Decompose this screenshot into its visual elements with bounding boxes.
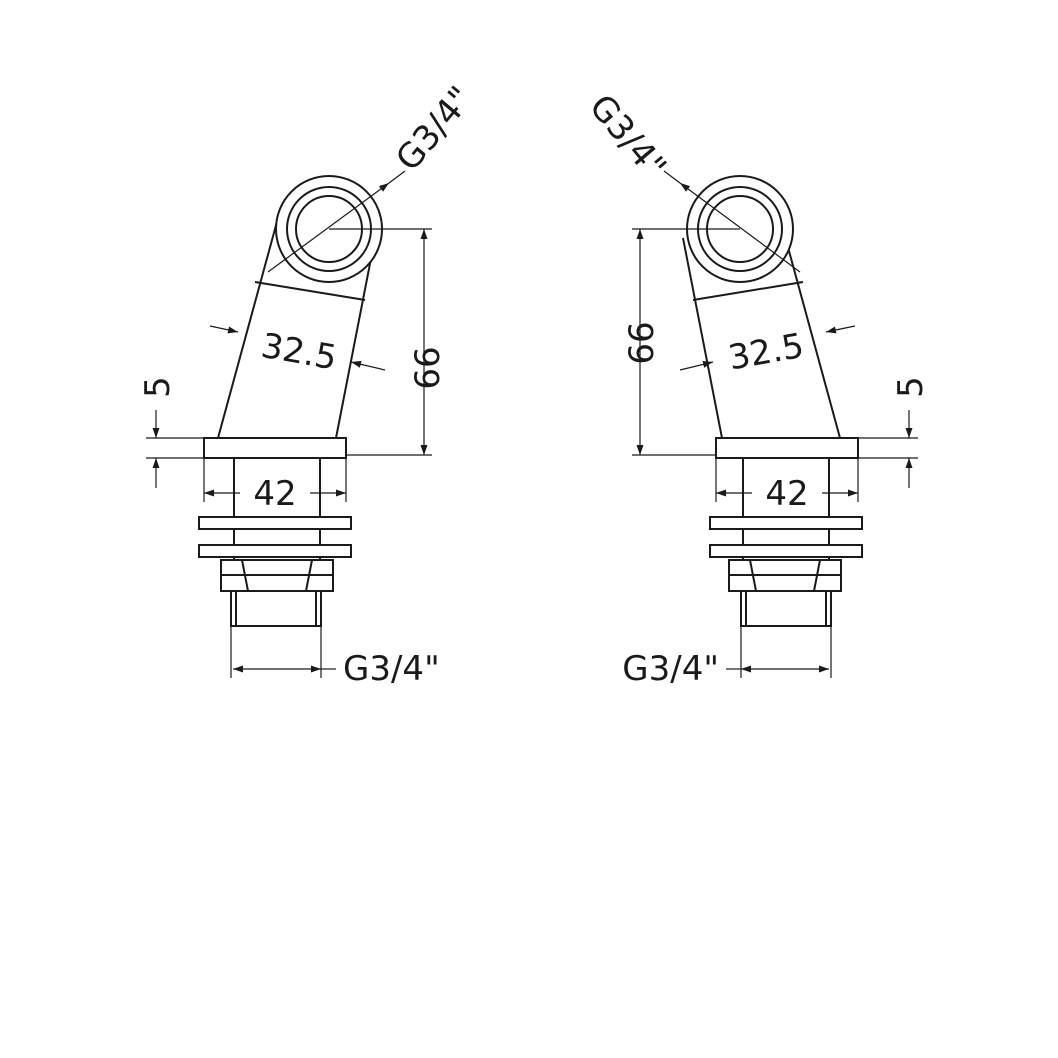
- right-arm-body: [682, 217, 841, 439]
- right-base-width-dimension: 42: [715, 458, 859, 514]
- left-arm-body: [217, 217, 376, 439]
- right-bottom-thread-dimension: G3/4": [622, 626, 832, 689]
- left-flange-dimension: 5: [138, 376, 204, 488]
- left-threaded-shank: [230, 590, 322, 627]
- right-base-width-label: 42: [765, 474, 808, 514]
- left-height-label: 66: [408, 346, 448, 389]
- left-flange-label: 5: [138, 376, 178, 398]
- right-threaded-shank: [740, 590, 832, 627]
- right-washer-lower: [709, 544, 863, 558]
- left-width-label: 32.5: [258, 326, 339, 379]
- right-width-label: 32.5: [725, 326, 806, 379]
- right-flange-dimension: 5: [858, 376, 931, 488]
- right-top-thread-label: G3/4": [581, 87, 674, 187]
- right-height-label: 66: [622, 321, 662, 364]
- right-washer-upper: [709, 516, 863, 530]
- right-flange: [715, 437, 859, 459]
- left-base-width-dimension: 42: [203, 458, 347, 514]
- left-washer-upper: [198, 516, 352, 530]
- left-shower-arm: G3/4" 66 32.5 5 42: [138, 79, 481, 689]
- right-bottom-thread-label: G3/4": [622, 649, 719, 689]
- left-bottom-thread-dimension: G3/4": [230, 626, 440, 689]
- left-base-width-label: 42: [253, 474, 296, 514]
- left-bottom-thread-label: G3/4": [343, 649, 440, 689]
- right-height-dimension: 66: [622, 228, 740, 456]
- right-hex-nut: [728, 559, 842, 592]
- right-shower-arm: G3/4" 66 32.5 5 42: [581, 87, 931, 689]
- left-top-thread-label: G3/4": [388, 79, 481, 179]
- right-flange-label: 5: [891, 376, 931, 398]
- left-flange: [203, 437, 347, 459]
- left-height-dimension: 66: [329, 228, 448, 456]
- left-hex-nut: [220, 559, 334, 592]
- left-washer-lower: [198, 544, 352, 558]
